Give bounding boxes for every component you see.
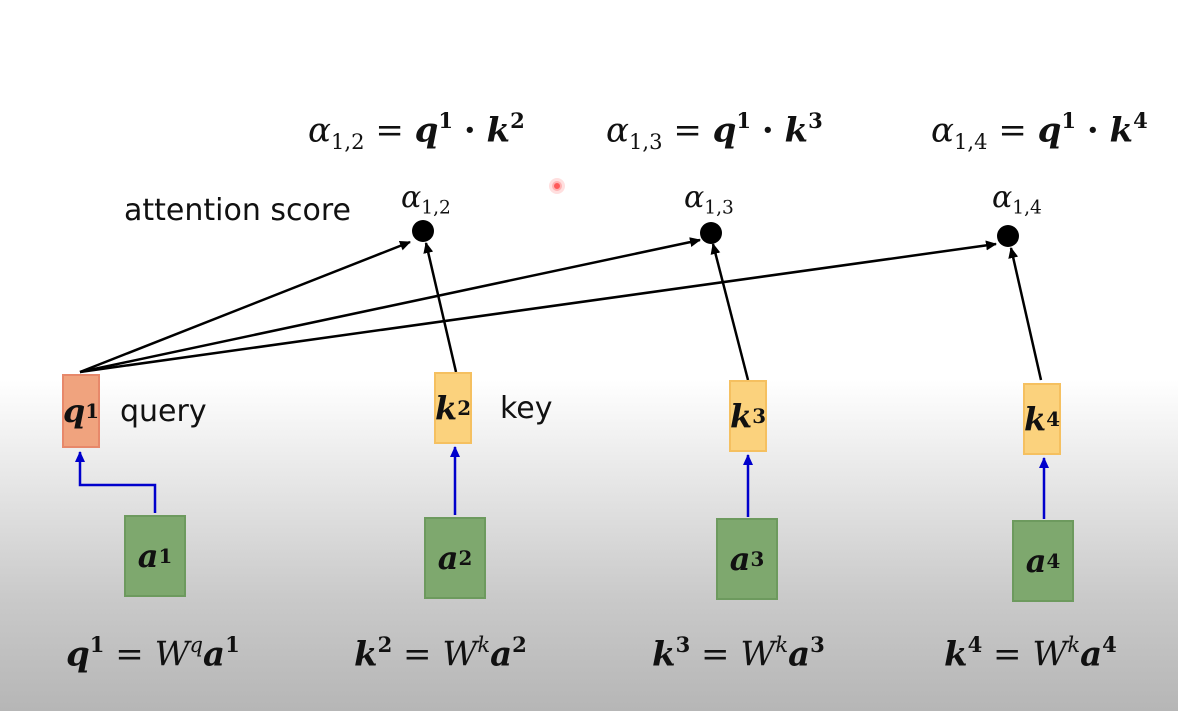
arrow-q1-to-alpha-1-2 xyxy=(79,240,411,374)
formula-k2: k2 = Wka2 xyxy=(354,632,527,675)
cursor-marker-icon xyxy=(552,181,562,191)
formula-q1: q1 = Wqa1 xyxy=(66,632,240,675)
score-node-1-2 xyxy=(412,220,434,242)
score-label-1-4: α1,4 xyxy=(992,180,1042,219)
formula-k3: k3 = Wka3 xyxy=(652,632,825,675)
arrow-k3-to-alpha-1-3 xyxy=(710,243,750,381)
score-node-1-3 xyxy=(700,222,722,244)
key-label: key xyxy=(500,391,553,426)
arrow-a1-to-q1 xyxy=(75,451,157,513)
arrow-k2-to-alpha-1-2 xyxy=(423,242,458,373)
attention-score-label: attention score xyxy=(124,193,351,228)
formula-alpha-1-2: α1,2 = q1 · k2 xyxy=(308,108,525,155)
formula-alpha-1-3: α1,3 = q1 · k3 xyxy=(606,108,823,155)
arrow-k4-to-alpha-1-4 xyxy=(1008,247,1043,381)
score-node-1-4 xyxy=(997,225,1019,247)
score-label-1-3: α1,3 xyxy=(684,180,734,219)
score-label-1-2: α1,2 xyxy=(401,180,451,219)
formula-k4: k4 = Wka4 xyxy=(944,632,1117,675)
query-label: query xyxy=(120,394,207,429)
formula-alpha-1-4: α1,4 = q1 · k4 xyxy=(931,108,1148,155)
arrow-q1-to-alpha-1-3 xyxy=(79,237,701,374)
arrow-q1-to-alpha-1-4 xyxy=(79,240,997,374)
